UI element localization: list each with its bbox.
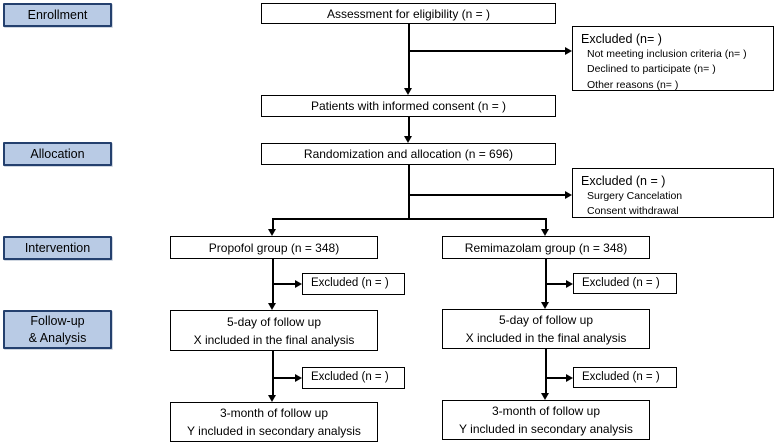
excluded-propofol-5day-box: Excluded (n = ): [302, 273, 405, 295]
arrowhead-to-propofol: [268, 229, 276, 236]
excluded-allocation-box: Excluded (n = ) Surgery Cancelation Cons…: [572, 168, 774, 218]
stage-followup-label-line2: & Analysis: [28, 330, 87, 345]
remimazolam-3month-line2: Y included in secondary analysis: [459, 422, 633, 436]
remimazolam-3month-box: 3-month of follow up Y included in secon…: [442, 400, 650, 440]
stage-enrollment-label: Enrollment: [27, 7, 88, 22]
stage-enrollment: Enrollment: [3, 3, 112, 27]
excluded-remimazolam-3month-box: Excluded (n = ): [573, 367, 677, 388]
arrowhead-to-excluded-remimazolam-3month: [566, 374, 573, 382]
excluded-remimazolam-5day-label: Excluded (n = ): [582, 276, 660, 289]
excluded-allocation-item-2: Consent withdrawal: [587, 205, 679, 218]
excluded-eligibility-item-3: Other reasons (n= ): [587, 78, 679, 91]
connector-to-excluded-allocation: [409, 194, 565, 196]
stage-intervention: Intervention: [3, 236, 112, 260]
connector-to-excluded-eligibility: [409, 50, 565, 52]
propofol-5day-line1: 5-day of follow up: [226, 314, 322, 329]
excluded-eligibility-box: Excluded (n= ) Not meeting inclusion cri…: [572, 26, 774, 91]
assessment-box: Assessment for eligibility (n = ): [261, 3, 556, 24]
arrowhead-to-remimazolam: [541, 229, 549, 236]
connector-consent-to-randomization: [408, 117, 410, 136]
randomization-label: Randomization and allocation (n = 696): [303, 147, 514, 161]
excluded-propofol-3month-label: Excluded (n = ): [311, 371, 389, 384]
stage-allocation-label: Allocation: [30, 146, 85, 161]
connector-randomization-to-split: [408, 165, 410, 220]
excluded-allocation-title: Excluded (n = ): [581, 174, 666, 188]
remimazolam-5day-line2: X included in the final analysis: [465, 331, 627, 345]
excluded-allocation-item-1: Surgery Cancelation: [587, 190, 683, 203]
arrowhead-to-excluded-propofol-5day: [295, 280, 302, 288]
arrowhead-to-excluded-propofol-3month: [295, 374, 302, 382]
remimazolam-5day-box: 5-day of follow up X included in the fin…: [442, 309, 650, 349]
connector-to-excluded-propofol-3month: [273, 377, 295, 379]
connector-assessment-to-consent: [408, 24, 410, 88]
informed-consent-label: Patients with informed consent (n = ): [310, 99, 507, 113]
connector-to-excluded-propofol-5day: [273, 283, 295, 285]
excluded-propofol-5day-label: Excluded (n = ): [311, 277, 389, 290]
excluded-remimazolam-3month-label: Excluded (n = ): [582, 370, 660, 383]
connector-to-excluded-remimazolam-3month: [546, 377, 566, 379]
excluded-eligibility-title: Excluded (n= ): [581, 32, 662, 46]
remimazolam-3month-line1: 3-month of follow up: [491, 404, 601, 418]
stage-intervention-label: Intervention: [24, 240, 91, 255]
arrowhead-to-propofol-3month: [268, 395, 276, 402]
propofol-3month-line1: 3-month of follow up: [219, 406, 329, 420]
informed-consent-box: Patients with informed consent (n = ): [261, 95, 556, 117]
arrowhead-to-excluded-allocation: [565, 191, 572, 199]
split-line: [272, 218, 547, 220]
connector-propofol-to-5day: [272, 259, 274, 303]
remimazolam-group-label: Remimazolam group (n = 348): [464, 240, 628, 255]
excluded-eligibility-item-1: Not meeting inclusion criteria (n= ): [587, 48, 747, 61]
connector-split-to-remimazolam: [545, 218, 547, 229]
connector-split-to-propofol: [272, 218, 274, 229]
arrowhead-to-remimazolam-3month: [541, 393, 549, 400]
remimazolam-5day-line1: 5-day of follow up: [498, 313, 594, 327]
excluded-remimazolam-5day-box: Excluded (n = ): [573, 273, 677, 294]
randomization-box: Randomization and allocation (n = 696): [261, 143, 556, 165]
propofol-group-box: Propofol group (n = 348): [170, 236, 378, 259]
propofol-3month-line2: Y included in secondary analysis: [187, 424, 361, 438]
connector-remimazolam-to-5day: [545, 259, 547, 302]
assessment-label: Assessment for eligibility (n = ): [326, 6, 491, 21]
remimazolam-group-box: Remimazolam group (n = 348): [442, 236, 650, 259]
stage-followup-label-line1: Follow-up: [30, 313, 85, 328]
connector-propofol-5day-to-3month: [272, 351, 274, 395]
propofol-5day-box: 5-day of follow up X included in the fin…: [170, 310, 378, 351]
arrowhead-to-randomization: [404, 136, 412, 143]
arrowhead-to-propofol-5day: [268, 303, 276, 310]
excluded-eligibility-item-2: Declined to participate (n= ): [587, 63, 716, 76]
connector-remimazolam-5day-to-3month: [545, 349, 547, 393]
connector-to-excluded-remimazolam-5day: [546, 283, 566, 285]
propofol-group-label: Propofol group (n = 348): [208, 240, 340, 255]
arrowhead-to-consent: [404, 88, 412, 95]
propofol-3month-box: 3-month of follow up Y included in secon…: [170, 402, 378, 442]
excluded-propofol-3month-box: Excluded (n = ): [302, 367, 405, 389]
arrowhead-to-excluded-eligibility: [565, 47, 572, 55]
stage-allocation: Allocation: [3, 142, 112, 166]
stage-followup-analysis: Follow-up & Analysis: [3, 310, 112, 349]
arrowhead-to-remimazolam-5day: [541, 302, 549, 309]
arrowhead-to-excluded-remimazolam-5day: [566, 280, 573, 288]
propofol-5day-line2: X included in the final analysis: [193, 332, 355, 347]
